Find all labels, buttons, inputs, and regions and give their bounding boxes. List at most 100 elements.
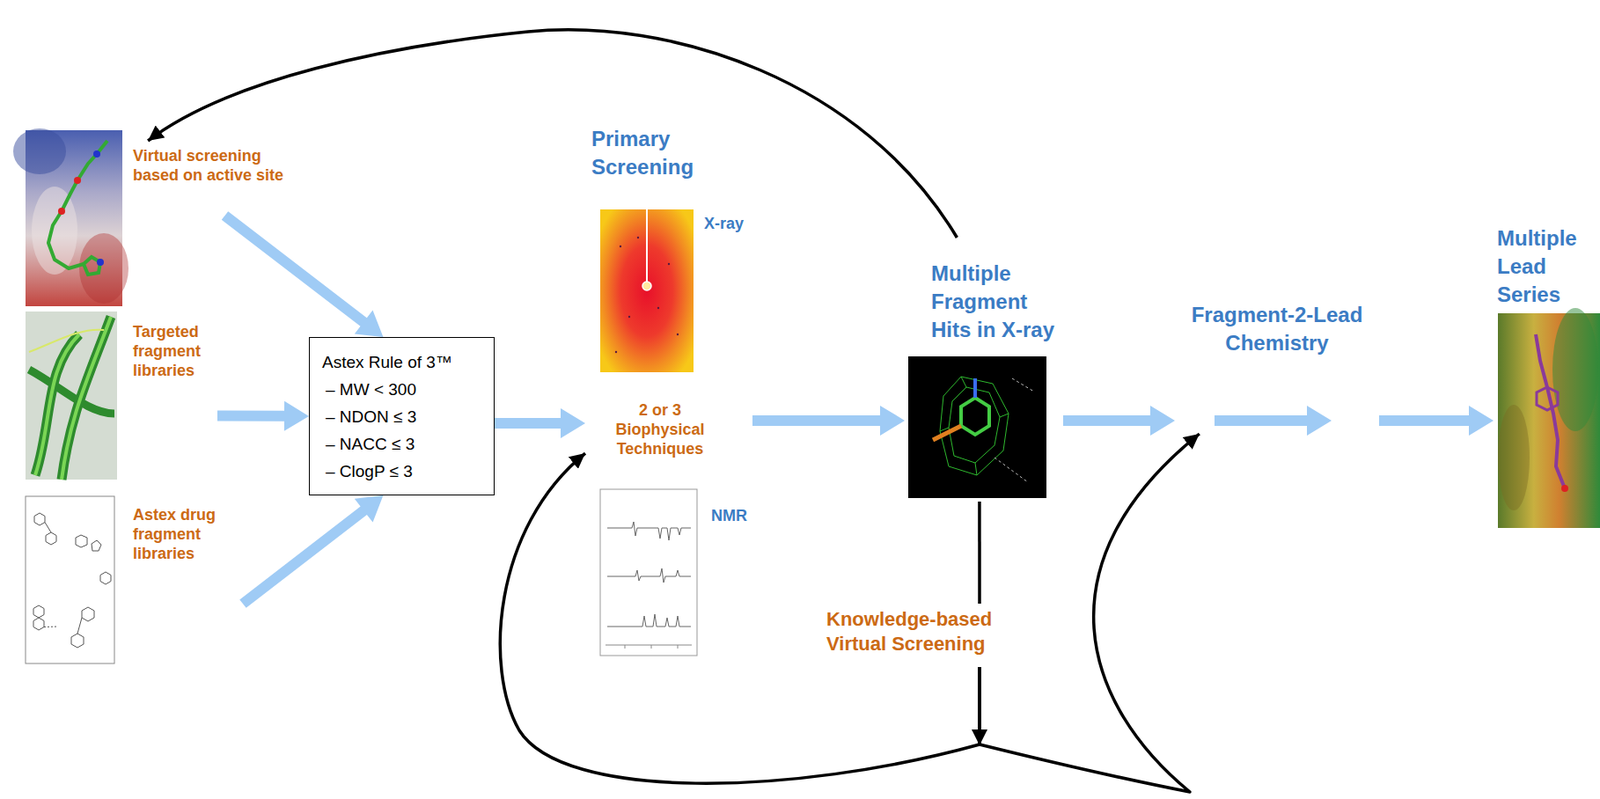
structures-frame bbox=[25, 496, 115, 664]
node-text: – MW < 300 bbox=[325, 375, 489, 404]
fragment-ring bbox=[961, 397, 990, 435]
ring bbox=[33, 605, 45, 618]
electron-density-image bbox=[908, 356, 1047, 499]
spectrum-trace bbox=[607, 568, 691, 583]
process-arrow bbox=[1214, 405, 1332, 436]
diffraction-ground bbox=[600, 209, 694, 373]
atom bbox=[1561, 484, 1569, 492]
nmr-spectrum-image bbox=[600, 489, 698, 656]
node-text: Astex drug fragment libraries bbox=[132, 505, 243, 564]
ring bbox=[34, 513, 45, 526]
fragment-bond bbox=[973, 378, 977, 398]
node-text: Astex Rule of 3™ bbox=[322, 348, 490, 376]
screening-stage: Primary ScreeningX-ray 2 or 3 Biophysical… bbox=[585, 118, 753, 661]
xray-diffraction-image bbox=[600, 209, 694, 373]
spot bbox=[667, 263, 670, 265]
ribbon-highlight bbox=[35, 334, 80, 476]
node-text: Multiple Fragment Hits in X-ray bbox=[931, 259, 1062, 345]
density-mesh bbox=[975, 462, 977, 476]
ring bbox=[71, 633, 84, 648]
ring bbox=[75, 535, 88, 548]
text-slot: – NDON ≤ 3 bbox=[325, 403, 489, 431]
hits-stage: Multiple Fragment Hits in X-ray bbox=[904, 237, 1064, 502]
surface-shade bbox=[13, 128, 67, 175]
text-slot: Astex Rule of 3™ bbox=[322, 348, 490, 376]
lead-stage: Multiple Lead Series bbox=[1493, 220, 1600, 536]
node-text: Fragment-2-Lead Chemistry bbox=[1174, 300, 1380, 358]
density-mesh bbox=[961, 376, 967, 388]
source-label: Astex drug fragment libraries bbox=[132, 505, 243, 610]
spot bbox=[615, 351, 617, 353]
node-text: Knowledge-based Virtual Screening bbox=[826, 607, 1043, 657]
contact-line bbox=[1012, 378, 1035, 392]
node-text: – NDON ≤ 3 bbox=[325, 403, 489, 431]
feedback-arrow bbox=[147, 29, 957, 238]
spectrum-axis bbox=[605, 645, 692, 646]
source-label: Virtual screening based on active site bbox=[132, 140, 301, 216]
protein-surface-image bbox=[13, 128, 129, 307]
text-slot: – MW < 300 bbox=[325, 375, 489, 404]
lead-ring bbox=[1536, 387, 1558, 411]
source-label: Targeted fragment libraries bbox=[132, 322, 218, 421]
text-slot: Primary Screening bbox=[591, 124, 750, 182]
flow-arrow bbox=[494, 408, 586, 439]
ribbon bbox=[35, 334, 80, 476]
text-slot: Multiple Lead Series bbox=[1497, 224, 1596, 309]
ligand-ring bbox=[83, 256, 101, 275]
spectrum-frame bbox=[600, 489, 698, 656]
feedback-arrow bbox=[977, 501, 982, 604]
cartoon-ground bbox=[25, 311, 118, 480]
node-text: 2 or 3 Biophysical Techniques bbox=[594, 400, 727, 459]
text-slot: 2 or 3 Biophysical Techniques bbox=[594, 400, 727, 459]
density-mesh bbox=[948, 387, 1000, 463]
protein-cartoon-image bbox=[25, 311, 118, 480]
text-slot: NMR bbox=[711, 506, 753, 526]
text-slot: Fragment-2-Lead Chemistry bbox=[1174, 300, 1380, 358]
node-text: – NACC ≤ 3 bbox=[325, 430, 489, 458]
atom bbox=[73, 176, 81, 184]
text-slot: – NACC ≤ 3 bbox=[325, 430, 489, 458]
node-text: Primary Screening bbox=[591, 124, 750, 182]
virtual-screening-label: Knowledge-based Virtual Screening bbox=[822, 603, 1043, 668]
ribbon bbox=[29, 369, 115, 414]
atom bbox=[93, 150, 101, 158]
ring bbox=[81, 607, 95, 622]
spectrum-trace bbox=[607, 521, 691, 541]
spot bbox=[657, 307, 660, 309]
surface-shade bbox=[1552, 308, 1599, 432]
ring bbox=[91, 540, 102, 551]
text-slot: Astex drug fragment libraries bbox=[132, 505, 243, 564]
flow-arrow bbox=[239, 495, 383, 609]
flow-arrow bbox=[1063, 405, 1175, 436]
text-slot: Multiple Fragment Hits in X-ray bbox=[931, 259, 1062, 345]
beam-centre bbox=[642, 281, 652, 291]
atom bbox=[96, 258, 104, 266]
text-slot: Targeted fragment libraries bbox=[132, 322, 218, 381]
lead-surface-image bbox=[1497, 308, 1600, 529]
bond bbox=[44, 522, 52, 534]
text-slot: Virtual screening based on active site bbox=[132, 146, 301, 185]
lead-molecule bbox=[1535, 334, 1565, 489]
bond bbox=[77, 617, 82, 634]
text-slot: X-ray bbox=[704, 213, 753, 234]
chemistry-stage: Fragment-2-Lead Chemistry bbox=[1174, 297, 1380, 434]
density-mesh bbox=[939, 376, 1009, 476]
fragment-bond bbox=[932, 425, 962, 441]
density-mesh bbox=[999, 413, 1009, 418]
ring bbox=[45, 532, 57, 545]
ribbon-highlight bbox=[61, 316, 111, 480]
surface-shade bbox=[1497, 404, 1530, 511]
node-text: NMR bbox=[711, 506, 753, 526]
ligand-stick bbox=[48, 140, 108, 269]
axis-tick bbox=[651, 645, 653, 649]
node-text: Virtual screening based on active site bbox=[132, 146, 301, 185]
contact-line bbox=[994, 457, 1028, 483]
ring bbox=[100, 572, 111, 585]
atom bbox=[58, 207, 66, 215]
rule-box: Astex Rule of 3™– MW < 300– NDON ≤ 3– NA… bbox=[308, 337, 495, 496]
ribbon-loop bbox=[29, 330, 104, 353]
flow-arrow bbox=[1379, 405, 1494, 436]
